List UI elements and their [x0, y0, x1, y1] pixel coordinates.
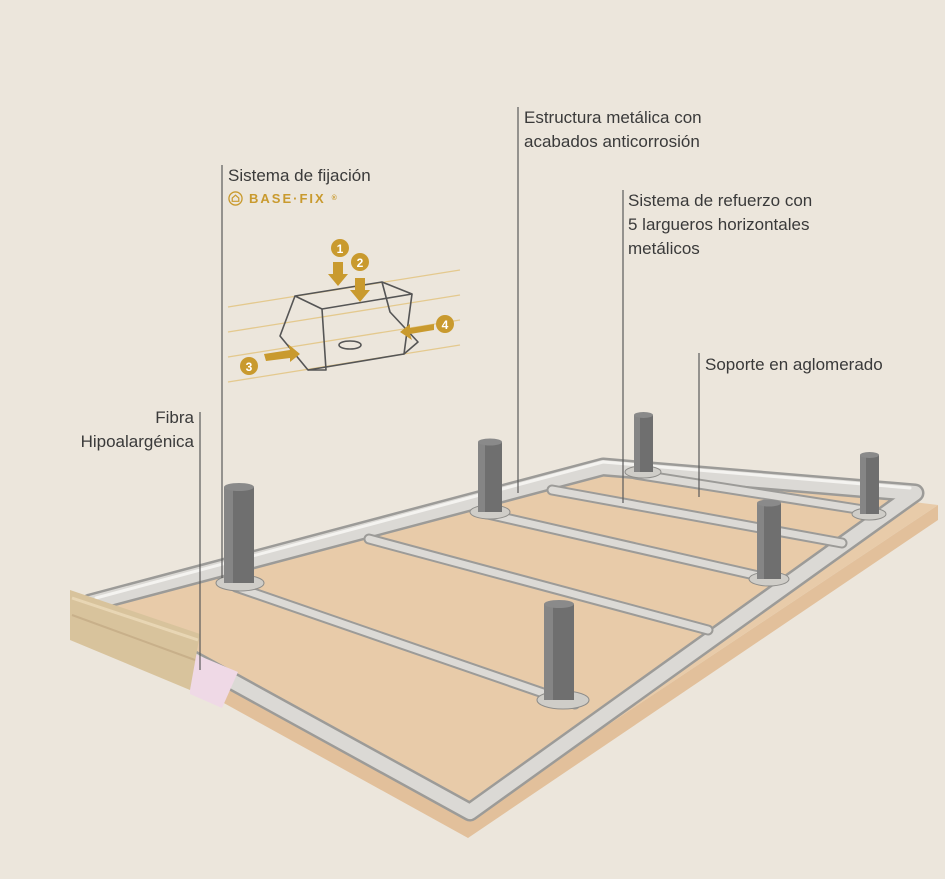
- label-metal-structure: Estructura metálica con acabados anticor…: [524, 108, 702, 151]
- leg: [536, 600, 590, 710]
- leg: [851, 452, 887, 521]
- leg: [624, 412, 662, 479]
- brand-text: BASE·FIX: [249, 191, 326, 206]
- svg-text:4: 4: [442, 318, 449, 332]
- label-chipboard-support: Soporte en aglomerado: [705, 355, 883, 374]
- fixing-system-inset: 1 2 3 4: [227, 239, 461, 383]
- arrow-1: [328, 262, 348, 286]
- wood-edge: [70, 590, 200, 690]
- hypoallergenic-fiber: [190, 652, 238, 708]
- label-reinforcement-system: Sistema de refuerzo con 5 largueros hori…: [628, 191, 813, 258]
- brand-mark: ®: [331, 195, 339, 202]
- svg-text:1: 1: [337, 242, 344, 256]
- house-icon: [228, 191, 243, 206]
- step-badge-1: 1: [331, 239, 349, 257]
- svg-text:2: 2: [357, 256, 364, 270]
- label-hypoallergenic-fiber: Fibra Hipoalargénica: [80, 408, 194, 451]
- legs: [215, 412, 887, 710]
- label-fixing-system: Sistema de fijación: [228, 166, 371, 185]
- arrow-2: [350, 278, 370, 302]
- step-badge-4: 4: [436, 315, 454, 333]
- fixing-bracket: [279, 281, 419, 371]
- arrow-4: [400, 324, 434, 340]
- leg: [215, 483, 265, 592]
- step-badge-3: 3: [240, 357, 258, 375]
- step-badge-2: 2: [351, 253, 369, 271]
- leader-lines: [199, 107, 700, 670]
- basefix-logo: BASE·FIX ®: [228, 191, 339, 206]
- arrow-3: [264, 344, 300, 362]
- leg: [469, 438, 511, 520]
- leg: [748, 499, 790, 587]
- svg-text:3: 3: [246, 360, 253, 374]
- metal-frame: [80, 457, 925, 822]
- reinforcement-crossbars: [230, 468, 876, 710]
